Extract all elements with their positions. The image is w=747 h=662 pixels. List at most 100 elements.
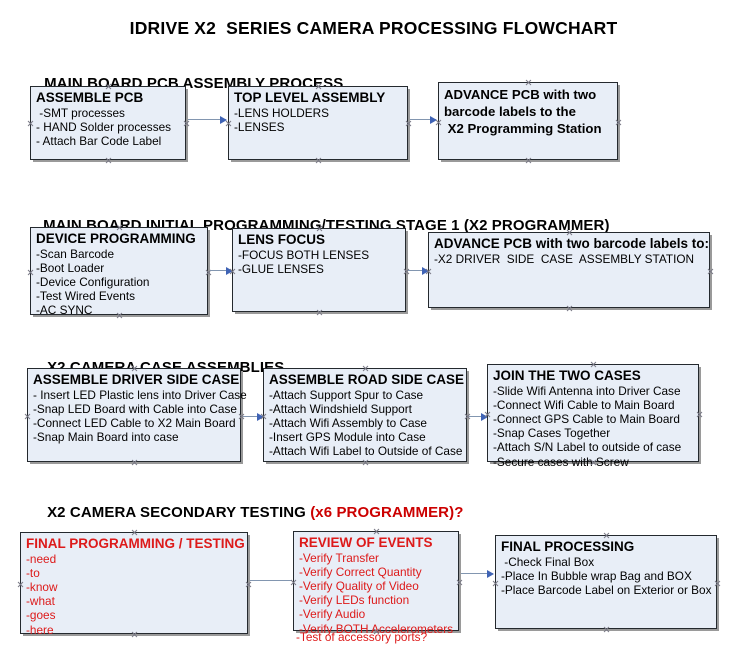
box-advance-pcb-driver-side-case[interactable]: ADVANCE PCB with two barcode labels to: … xyxy=(428,232,710,308)
box-join-the-two-cases[interactable]: JOIN THE TWO CASES -Slide Wifi Antenna i… xyxy=(484,361,699,469)
arrow-head-icon xyxy=(220,115,227,124)
arrow-head-icon xyxy=(487,569,494,578)
connection-handle-bottom[interactable] xyxy=(131,459,138,466)
connection-handle-right[interactable] xyxy=(405,120,412,127)
box-line: -need xyxy=(26,551,57,566)
connection-handle-right[interactable] xyxy=(205,269,212,276)
connection-handle-left[interactable] xyxy=(425,268,432,275)
box-line: -what xyxy=(26,594,55,609)
box-title: ADVANCE PCB with two barcode labels to t… xyxy=(444,87,602,136)
section-heading-x2-camera-secondary-testing: X2 CAMERA SECONDARY TESTING (x6 PROGRAMM… xyxy=(30,487,463,538)
connection-handle-left[interactable] xyxy=(17,581,24,588)
connection-handle-bottom[interactable] xyxy=(316,309,323,316)
connection-handle-bottom[interactable] xyxy=(105,157,112,164)
page-title: IDRIVE X2 SERIES CAMERA PROCESSING FLOWC… xyxy=(129,18,618,38)
box-line: -Verify Quality of Video xyxy=(299,578,419,593)
box-line: - Attach Bar Code Label xyxy=(36,133,162,148)
box-line: -GLUE LENSES xyxy=(238,261,324,276)
connection-handle-top[interactable] xyxy=(525,79,532,86)
connection-handle-right[interactable] xyxy=(456,579,463,586)
connector-shaft xyxy=(408,270,428,272)
connector-shaft xyxy=(210,270,232,272)
box-line: -Attach S/N Label to outside of case xyxy=(493,440,682,455)
connection-handle-right[interactable] xyxy=(707,268,714,275)
box-assemble-pcb[interactable]: ASSEMBLE PCB -SMT processes - HAND Solde… xyxy=(30,86,186,160)
arrow-head-icon xyxy=(430,115,437,124)
connection-handle-bottom[interactable] xyxy=(525,157,532,164)
box-line: -Attach Wifi Assembly to Case xyxy=(269,415,427,430)
connector-shaft xyxy=(250,580,292,582)
box-title: ASSEMBLE PCB xyxy=(36,90,144,105)
connection-handle-right[interactable] xyxy=(403,268,410,275)
connection-handle-right[interactable] xyxy=(714,580,721,587)
connection-handle-top[interactable] xyxy=(362,365,369,372)
connector-shaft xyxy=(410,119,436,121)
connection-handle-left[interactable] xyxy=(260,413,267,420)
box-device-programming[interactable]: DEVICE PROGRAMMING -Scan Barcode -Boot L… xyxy=(27,227,208,317)
connection-handle-left[interactable] xyxy=(27,269,34,276)
box-line: -Check Final Box xyxy=(501,554,595,569)
box-line: -Snap Cases Together xyxy=(493,426,611,441)
box-lens-focus[interactable]: LENS FOCUS -FOCUS BOTH LENSES -GLUE LENS… xyxy=(232,228,406,312)
box-line: -here xyxy=(26,622,54,637)
box-line: -Device Configuration xyxy=(36,274,150,289)
connection-handle-right[interactable] xyxy=(464,413,471,420)
connection-handle-right[interactable] xyxy=(238,413,245,420)
connection-handle-bottom[interactable] xyxy=(362,459,369,466)
box-line: -Place Barcode Label on Exterior or Box xyxy=(501,582,712,597)
box-line: -Test Wired Events xyxy=(36,289,135,304)
connection-handle-left[interactable] xyxy=(229,268,236,275)
box-title: FINAL PROCESSING xyxy=(501,539,635,554)
connector-final-programming-to-review-of-events xyxy=(250,576,292,585)
connection-handle-top[interactable] xyxy=(603,532,610,539)
box-top-level-assembly[interactable]: TOP LEVEL ASSEMBLY -LENS HOLDERS -LENSES xyxy=(228,86,408,160)
connector-shaft xyxy=(461,573,493,575)
box-line: -LENS HOLDERS xyxy=(234,105,330,120)
box-line: -Connect LED Cable to X2 Main Board xyxy=(33,415,236,430)
connection-handle-right[interactable] xyxy=(183,120,190,127)
connection-handle-right[interactable] xyxy=(245,581,252,588)
box-line: -Verify Correct Quantity xyxy=(299,564,422,579)
connection-handle-left[interactable] xyxy=(435,119,442,126)
connector-device-programming-to-lens-focus xyxy=(210,266,233,275)
connection-handle-left[interactable] xyxy=(225,120,232,127)
box-assemble-driver-side-case[interactable]: ASSEMBLE DRIVER SIDE CASE - Insert LED P… xyxy=(24,368,247,462)
box-line: -LENSES xyxy=(234,119,285,134)
box-review-of-events[interactable]: REVIEW OF EVENTS -Verify Transfer -Verif… xyxy=(290,531,459,636)
box-title: DEVICE PROGRAMMING xyxy=(36,231,196,246)
connector-shaft xyxy=(188,119,226,121)
box-line: -to xyxy=(26,565,40,580)
connection-handle-top[interactable] xyxy=(590,361,597,368)
connector-road-case-to-join-cases xyxy=(469,412,488,421)
box-assemble-road-side-case[interactable]: ASSEMBLE ROAD SIDE CASE -Attach Support … xyxy=(263,368,467,462)
box-final-processing[interactable]: FINAL PROCESSING -Check Final Box -Place… xyxy=(495,535,717,629)
connection-handle-bottom[interactable] xyxy=(566,305,573,312)
box-line: -X2 DRIVER SIDE CASE ASSEMBLY STATION xyxy=(434,251,695,266)
box-title: REVIEW OF EVENTS xyxy=(299,535,433,550)
connection-handle-left[interactable] xyxy=(492,580,499,587)
box-advance-pcb-programming-station[interactable]: ADVANCE PCB with two barcode labels to t… xyxy=(438,82,618,160)
box-line: -Connect Wifi Cable to Main Board xyxy=(493,397,675,412)
box-title: JOIN THE TWO CASES xyxy=(493,368,641,383)
connection-handle-left[interactable] xyxy=(290,579,297,586)
box-line: -Attach Support Spur to Case xyxy=(269,387,424,402)
connection-handle-left[interactable] xyxy=(484,411,491,418)
box-title: TOP LEVEL ASSEMBLY xyxy=(234,90,386,105)
box-line: -Connect GPS Cable to Main Board xyxy=(493,411,680,426)
box-line: -Secure cases with Screw xyxy=(493,454,629,469)
connection-handle-bottom[interactable] xyxy=(603,626,610,633)
box-line: -Attach Windshield Support xyxy=(269,401,412,416)
connection-handle-bottom[interactable] xyxy=(315,157,322,164)
connection-handle-left[interactable] xyxy=(24,413,31,420)
box-line: -know xyxy=(26,579,58,594)
connector-shaft xyxy=(243,416,263,418)
connector-assemble-pcb-to-top-level xyxy=(188,115,227,124)
connection-handle-right[interactable] xyxy=(696,411,703,418)
box-line: -Snap LED Board with Cable into Case xyxy=(33,401,237,416)
box-line: -Verify Audio xyxy=(299,607,366,622)
box-final-programming-testing[interactable]: FINAL PROGRAMMING / TESTING -need -to -k… xyxy=(17,532,248,637)
box-title: ADVANCE PCB with two barcode labels to: xyxy=(434,236,710,251)
connection-handle-left[interactable] xyxy=(27,120,34,127)
connector-driver-case-to-road-case xyxy=(243,412,264,421)
connection-handle-right[interactable] xyxy=(615,119,622,126)
